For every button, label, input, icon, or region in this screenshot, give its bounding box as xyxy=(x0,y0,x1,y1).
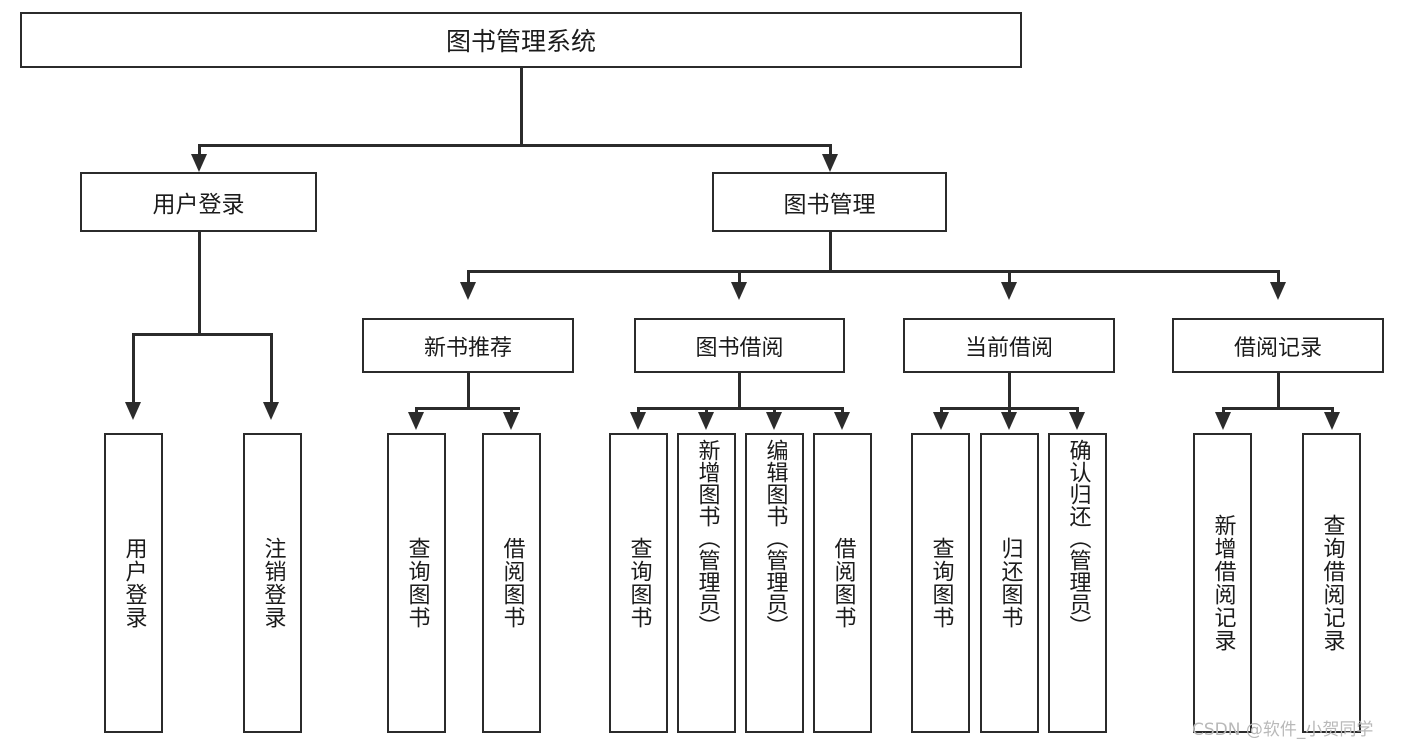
arrow-book-borrow-leaf-1 xyxy=(630,412,646,430)
leaf-add-book-admin[interactable]: 新增图书（管理员） xyxy=(677,433,736,733)
node-label: 图书管理 xyxy=(783,192,876,218)
connector-bm-to-current-borrow xyxy=(1008,270,1011,290)
leaf-return-book[interactable]: 归还图书 xyxy=(980,433,1039,733)
connector-root-to-user-login xyxy=(198,144,201,162)
arrow-root-to-book-management xyxy=(822,154,838,172)
node-new-book-recommend[interactable]: 新书推荐 xyxy=(362,318,574,373)
node-user-login[interactable]: 用户登录 xyxy=(80,172,317,232)
leaf-logout[interactable]: 注销登录 xyxy=(243,433,302,733)
node-label: 图书借阅 xyxy=(695,335,784,361)
connector-bm-to-borrow-record xyxy=(1277,270,1280,290)
arrow-current-borrow-leaf-1 xyxy=(933,412,949,430)
node-root-book-management-system[interactable]: 图书管理系统 xyxy=(20,12,1022,68)
leaf-label: 编辑图书（管理员） xyxy=(762,439,788,637)
node-current-borrow[interactable]: 当前借阅 xyxy=(903,318,1115,373)
connector-borrow-record-stem xyxy=(1277,373,1280,409)
leaf-label: 用户登录 xyxy=(121,537,147,629)
leaf-query-book-current[interactable]: 查询图书 xyxy=(911,433,970,733)
leaf-borrow-book[interactable]: 借阅图书 xyxy=(813,433,872,733)
arrow-bm-to-current-borrow xyxy=(1001,282,1017,300)
leaf-confirm-return-admin[interactable]: 确认归还（管理员） xyxy=(1048,433,1107,733)
arrow-borrow-record-leaf-1 xyxy=(1215,412,1231,430)
node-label: 用户登录 xyxy=(152,192,245,218)
leaf-query-borrow-record[interactable]: 查询借阅记录 xyxy=(1302,433,1361,733)
connector-book-borrow-stem xyxy=(738,373,741,409)
connector-user-login-leaf-2 xyxy=(270,333,273,409)
connector-user-login-bar xyxy=(132,333,272,336)
leaf-label: 查询图书 xyxy=(928,537,954,629)
node-label: 图书管理系统 xyxy=(445,27,596,56)
arrow-borrow-record-leaf-2 xyxy=(1324,412,1340,430)
arrow-new-book-leaf-2 xyxy=(503,412,519,430)
leaf-label: 借阅图书 xyxy=(499,537,525,629)
leaf-borrow-book-recommend[interactable]: 借阅图书 xyxy=(482,433,541,733)
connector-bm-to-book-borrow xyxy=(738,270,741,290)
arrow-bm-to-new-book xyxy=(460,282,476,300)
arrow-user-login-leaf-1 xyxy=(125,402,141,420)
arrow-current-borrow-leaf-2 xyxy=(1001,412,1017,430)
watermark: CSDN @软件_小贺同学 xyxy=(1192,720,1374,740)
leaf-query-book-borrow[interactable]: 查询图书 xyxy=(609,433,668,733)
connector-user-login-stem xyxy=(198,232,201,335)
connector-book-management-stem xyxy=(829,232,832,272)
connector-book-management-bar xyxy=(467,270,1279,273)
leaf-label: 查询图书 xyxy=(404,537,430,629)
connector-book-borrow-bar xyxy=(637,407,843,410)
leaf-add-borrow-record[interactable]: 新增借阅记录 xyxy=(1193,433,1252,733)
leaf-query-book-recommend[interactable]: 查询图书 xyxy=(387,433,446,733)
leaf-label: 归还图书 xyxy=(997,537,1023,629)
arrow-user-login-leaf-2 xyxy=(263,402,279,420)
node-label: 新书推荐 xyxy=(423,335,512,361)
leaf-label: 注销登录 xyxy=(260,537,286,629)
connector-root-bar xyxy=(198,144,831,147)
node-label: 借阅记录 xyxy=(1233,335,1322,361)
connector-user-login-leaf-1 xyxy=(132,333,135,409)
arrow-book-borrow-leaf-4 xyxy=(834,412,850,430)
leaf-label: 新增借阅记录 xyxy=(1210,514,1236,652)
arrow-book-borrow-leaf-3 xyxy=(766,412,782,430)
connector-root-to-book-management xyxy=(829,144,832,162)
arrow-bm-to-book-borrow xyxy=(731,282,747,300)
arrow-current-borrow-leaf-3 xyxy=(1069,412,1085,430)
connector-current-borrow-stem xyxy=(1008,373,1011,409)
node-label: 当前借阅 xyxy=(964,335,1053,361)
node-book-borrow[interactable]: 图书借阅 xyxy=(634,318,845,373)
leaf-label: 查询图书 xyxy=(626,537,652,629)
connector-bm-to-new-book xyxy=(467,270,470,290)
arrow-root-to-user-login xyxy=(191,154,207,172)
leaf-label: 查询借阅记录 xyxy=(1319,514,1345,652)
arrow-new-book-leaf-1 xyxy=(408,412,424,430)
node-borrow-record[interactable]: 借阅记录 xyxy=(1172,318,1384,373)
node-book-management[interactable]: 图书管理 xyxy=(712,172,947,232)
leaf-label: 借阅图书 xyxy=(830,537,856,629)
connector-new-book-stem xyxy=(467,373,470,409)
arrow-bm-to-borrow-record xyxy=(1270,282,1286,300)
arrow-book-borrow-leaf-2 xyxy=(698,412,714,430)
connector-borrow-record-bar xyxy=(1222,407,1333,410)
leaf-label: 新增图书（管理员） xyxy=(694,439,720,637)
connector-new-book-bar xyxy=(415,407,520,410)
leaf-label: 确认归还（管理员） xyxy=(1065,439,1091,637)
leaf-user-login[interactable]: 用户登录 xyxy=(104,433,163,733)
connector-root-stem xyxy=(520,68,523,145)
leaf-edit-book-admin[interactable]: 编辑图书（管理员） xyxy=(745,433,804,733)
